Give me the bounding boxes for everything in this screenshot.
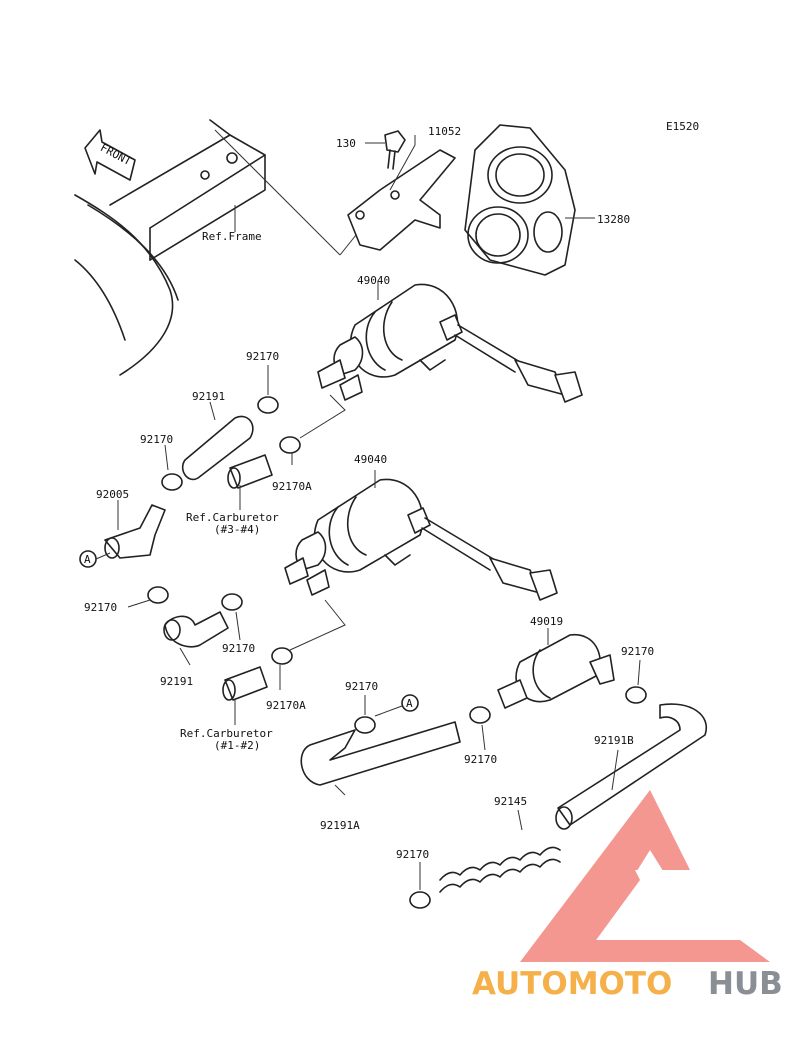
label-92191B: 92191B — [594, 734, 634, 747]
label-ref-carb-34: Ref.Carburetor — [186, 511, 279, 524]
label-92170-b: 92170 — [140, 433, 173, 446]
label-92170-h: 92170 — [396, 848, 429, 861]
marker-a-left: A — [79, 550, 111, 568]
diagram-id: E1520 — [666, 120, 699, 133]
front-label: FRONT — [98, 141, 134, 168]
watermark-text-secondary: HUB — [708, 966, 783, 1002]
marker-a-label: A — [84, 553, 91, 566]
label-92191-b: 92191 — [160, 675, 193, 688]
clamp-92170 — [147, 396, 647, 909]
label-ref-carb-12-range: (#1-#2) — [214, 739, 260, 752]
label-49040-top: 49040 — [357, 274, 390, 287]
leader-lines — [117, 135, 641, 890]
label-92170-g: 92170 — [464, 753, 497, 766]
label-49040-mid: 49040 — [354, 453, 387, 466]
hose-92191-top — [181, 415, 254, 481]
label-130: 130 — [336, 137, 356, 150]
carburetor-fitting-34 — [227, 454, 273, 489]
front-arrow-icon: FRONT — [84, 129, 136, 181]
label-92191-a: 92191 — [192, 390, 225, 403]
marker-a-label: A — [406, 697, 413, 710]
label-13280: 13280 — [597, 213, 630, 226]
bolt-130 — [384, 130, 406, 170]
label-92145: 92145 — [494, 795, 527, 808]
hose-92191A — [300, 721, 461, 786]
watermark-text-primary: AUTOMOTO — [472, 966, 672, 1002]
label-ref-carb-12: Ref.Carburetor — [180, 727, 273, 740]
label-ref-carb-34-range: (#3-#4) — [214, 523, 260, 536]
watermark-logo-icon — [520, 790, 770, 962]
label-92191A: 92191A — [320, 819, 360, 832]
hose-92191B — [555, 703, 708, 830]
marker-a-right: A — [374, 694, 419, 717]
label-92170-e: 92170 — [345, 680, 378, 693]
callout-labels: E1520 130 11052 13280 Ref.Frame 49040 92… — [84, 120, 699, 861]
label-49019: 49019 — [530, 615, 563, 628]
fuel-filter-49040-top — [317, 283, 583, 403]
label-92005: 92005 — [96, 488, 129, 501]
label-92170-a: 92170 — [246, 350, 279, 363]
spring-92145 — [439, 846, 561, 893]
watermark: AUTOMOTO HUB — [472, 966, 783, 1002]
label-11052: 11052 — [428, 125, 461, 138]
label-92170A-b: 92170A — [266, 699, 306, 712]
label-92170-f: 92170 — [621, 645, 654, 658]
label-92170A-a: 92170A — [272, 480, 312, 493]
bracket-11052 — [347, 149, 456, 251]
damper-13280 — [464, 124, 576, 276]
fuel-filter-49040-mid — [284, 478, 558, 601]
hose-92191-mid — [163, 611, 229, 648]
carburetor-fitting-12 — [222, 666, 268, 701]
label-92170-c: 92170 — [84, 601, 117, 614]
fuel-pump-49019 — [497, 634, 615, 709]
label-ref-frame: Ref.Frame — [202, 230, 262, 243]
frame-outline — [74, 119, 361, 376]
label-92170-d: 92170 — [222, 642, 255, 655]
pipe-92005 — [104, 504, 166, 559]
